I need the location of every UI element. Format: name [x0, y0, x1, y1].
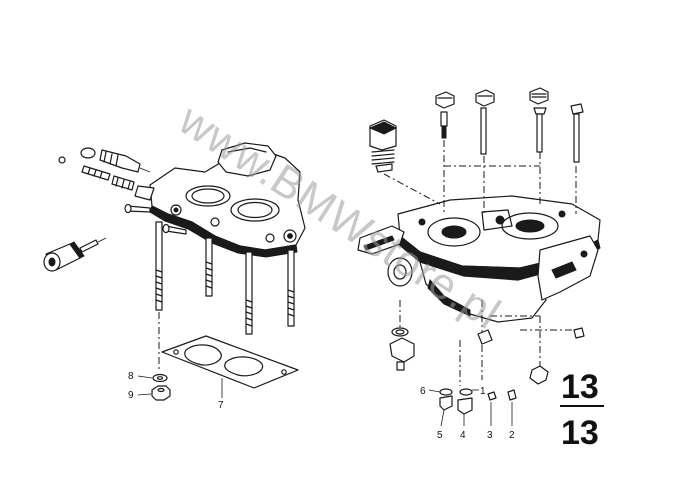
power-valve-assembly [368, 119, 398, 173]
cutoff-solenoid [43, 237, 107, 272]
cover-studs [155, 221, 295, 335]
carburetor-cover-assembly [134, 142, 306, 258]
body-center-lines [383, 140, 577, 386]
callout-8: 8 [128, 371, 134, 382]
callout-3: 3 [487, 430, 493, 441]
left-leader-lines [137, 375, 223, 398]
needle-valve-parts [58, 147, 151, 191]
cover-screw [124, 203, 187, 235]
callout-4: 4 [460, 430, 466, 441]
carburetor-body-assembly [357, 195, 601, 323]
callout-5: 5 [437, 430, 443, 441]
callout-7: 7 [218, 400, 224, 411]
right-leader-lines [428, 389, 513, 427]
callout-2: 2 [509, 430, 515, 441]
body-lower-parts [389, 327, 585, 415]
callout-1: 1 [480, 386, 486, 397]
section-number-top: 13 [561, 368, 599, 406]
body-top-screws [435, 87, 584, 163]
callout-9: 9 [128, 390, 134, 401]
section-number-bottom: 13 [561, 414, 599, 452]
callout-6: 6 [420, 386, 426, 397]
washer-and-nut [151, 373, 171, 401]
cover-gasket [161, 335, 299, 389]
